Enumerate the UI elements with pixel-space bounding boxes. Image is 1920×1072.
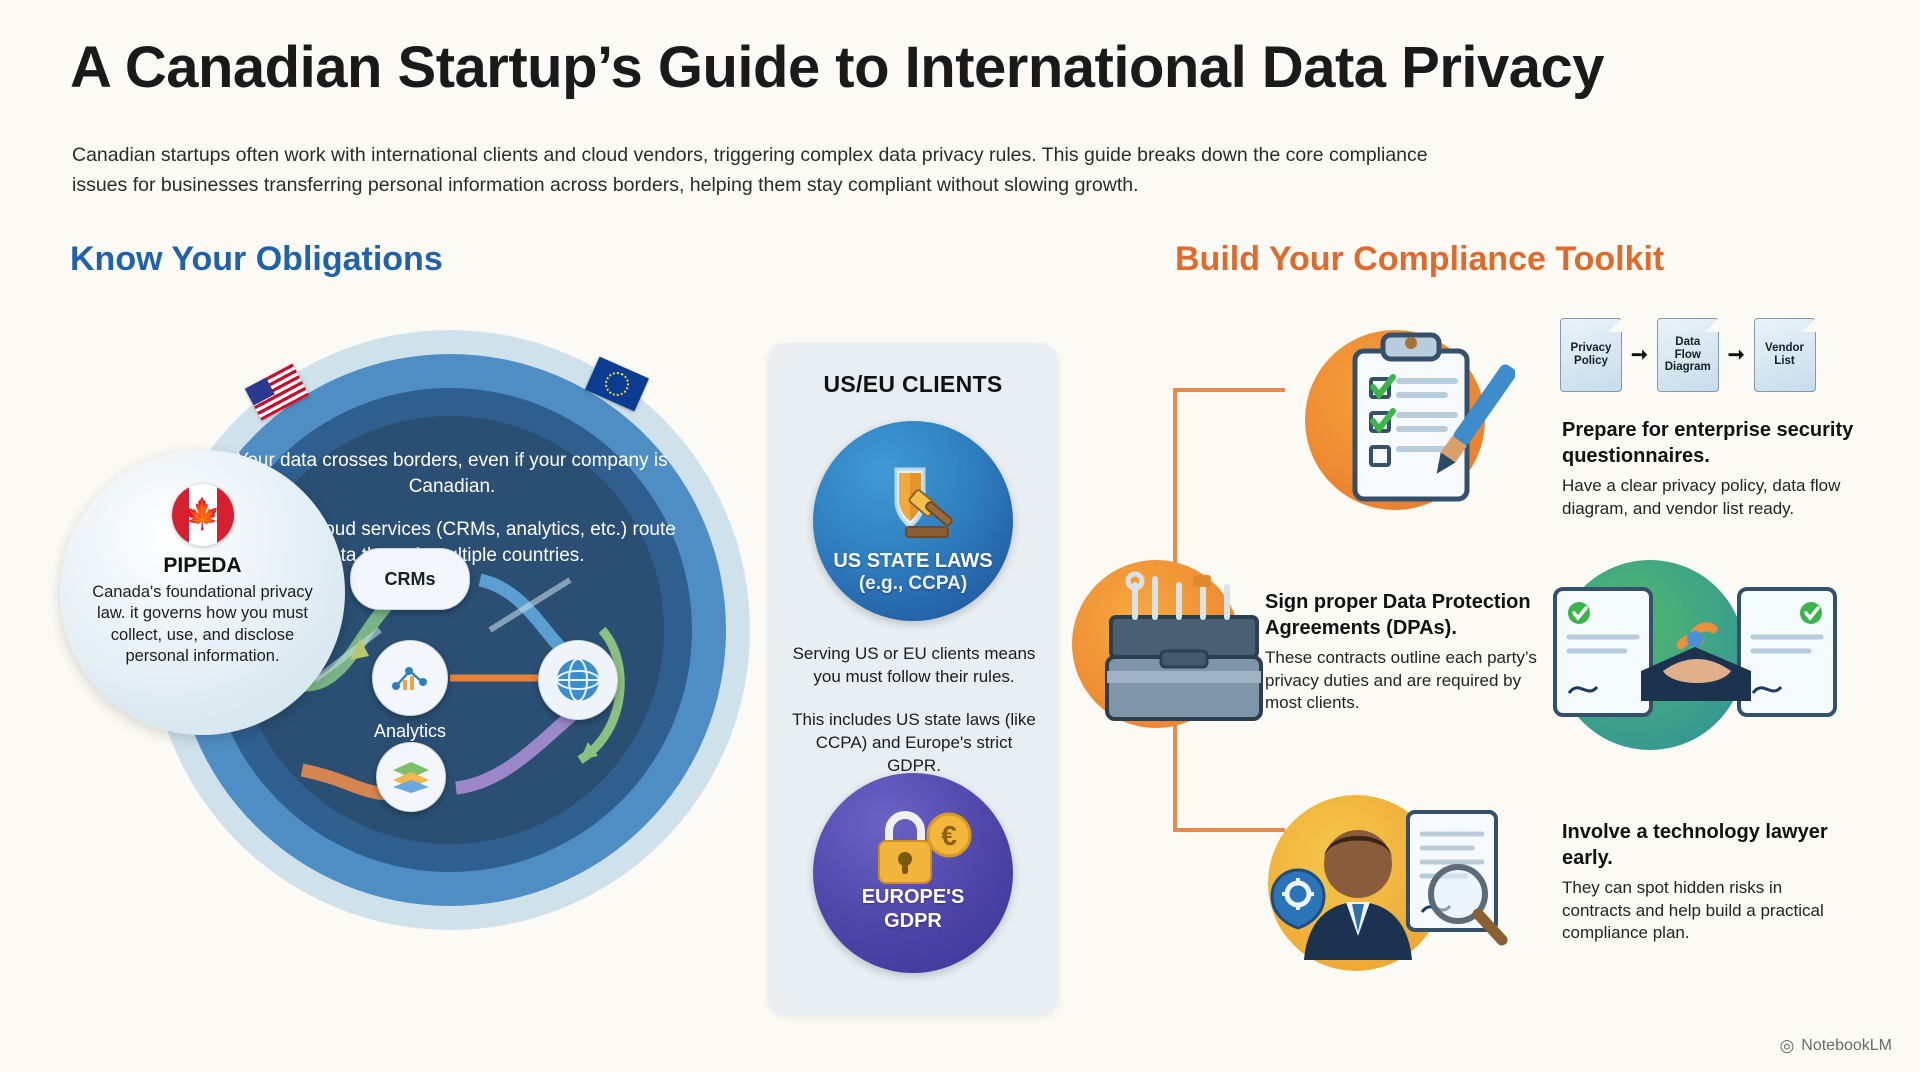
toolkit-item-questionnaires: Prepare for enterprise security question… — [1562, 418, 1862, 520]
chain-arrow-icon: ➞ — [1727, 344, 1745, 366]
doc-data-flow-diagram: Data Flow Diagram — [1656, 318, 1719, 392]
clipboard-checklist-icon — [1352, 332, 1515, 502]
badge-eu-line2: GDPR — [884, 910, 942, 932]
document-chain: Privacy Policy ➞ Data Flow Diagram ➞ Ven… — [1560, 318, 1816, 392]
card-title: US/EU CLIENTS — [823, 371, 1003, 397]
node-analytics: Analytics — [372, 640, 448, 741]
toolbox-icon — [1105, 571, 1263, 721]
page-subtitle: Canadian startups often work with intern… — [72, 144, 1428, 197]
section-heading-obligations: Know Your Obligations — [70, 240, 443, 278]
item-heading: Sign proper Data Protection Agreements (… — [1265, 591, 1531, 639]
card-body-2: This includes US state laws (like CCPA) … — [792, 709, 1036, 775]
item-body: They can spot hidden risks in contracts … — [1562, 878, 1824, 943]
canada-flag-icon: 🍁 — [171, 484, 234, 546]
notebooklm-brand: ◎ NotebookLM — [1779, 1036, 1892, 1056]
technology-lawyer-icon — [1270, 810, 1508, 960]
section-heading-toolkit: Build Your Compliance Toolkit — [1175, 240, 1665, 278]
layers-icon — [393, 762, 429, 793]
chain-arrow-icon: ➞ — [1631, 344, 1648, 366]
circle-text-1: Your data crosses borders, even if your … — [236, 450, 668, 497]
doc-vendor-list: Vendor List — [1753, 318, 1816, 392]
toolkit-item-lawyer: Involve a technology lawyer early. They … — [1562, 820, 1852, 945]
node-globe — [538, 640, 618, 720]
node-crms-label: CRMs — [384, 568, 436, 589]
item-heading: Involve a technology lawyer early. — [1562, 821, 1828, 869]
brand-label: NotebookLM — [1801, 1037, 1892, 1054]
data-flow-diagram: Your data crosses borders, even if your … — [150, 330, 750, 930]
badge-us-line2: (e.g., CCPA) — [858, 573, 968, 594]
lock-euro-icon: € — [878, 811, 972, 884]
svg-text:€: € — [941, 820, 957, 851]
badge-eu-line1: EUROPE'S — [861, 886, 965, 908]
us-eu-clients-card: US/EU CLIENTS US STATE LAWS (e.g., CCPA)… — [768, 343, 1058, 1015]
circle-text-block: Your data crosses borders, even if your … — [228, 448, 676, 587]
toolkit-item-dpa: Sign proper Data Protection Agreements (… — [1265, 590, 1545, 715]
shield-gavel-icon — [894, 467, 953, 538]
signed-contracts-handshake-icon — [1553, 587, 1837, 717]
item-body: Have a clear privacy policy, data flow d… — [1562, 476, 1841, 518]
node-crms: CRMs — [350, 527, 470, 610]
pipeda-description: Canada's foundational privacy law. it go… — [92, 583, 313, 666]
notebooklm-logo-icon: ◎ — [1779, 1036, 1795, 1055]
doc-privacy-policy: Privacy Policy — [1560, 318, 1622, 392]
item-body: These contracts outline each party’s pri… — [1265, 648, 1537, 713]
node-data-layers — [376, 742, 446, 812]
analytics-icon — [392, 667, 427, 690]
pipeda-title: PIPEDA — [163, 554, 242, 577]
page-title: A Canadian Startup’s Guide to Internatio… — [70, 35, 1605, 100]
node-analytics-label: Analytics — [373, 721, 447, 741]
globe-icon — [556, 658, 600, 702]
badge-europe-gdpr: € EUROPE'S GDPR — [813, 773, 1013, 973]
badge-us-state-laws: US STATE LAWS (e.g., CCPA) — [813, 421, 1013, 621]
item-heading: Prepare for enterprise security question… — [1562, 419, 1854, 467]
badge-us-line1: US STATE LAWS — [833, 550, 993, 572]
card-body-1: Serving US or EU clients means you must … — [792, 644, 1036, 686]
card-body-text: Serving US or EU clients means you must … — [790, 643, 1038, 798]
pipeda-bubble: 🍁 PIPEDA Canada's foundational privacy l… — [60, 450, 345, 735]
